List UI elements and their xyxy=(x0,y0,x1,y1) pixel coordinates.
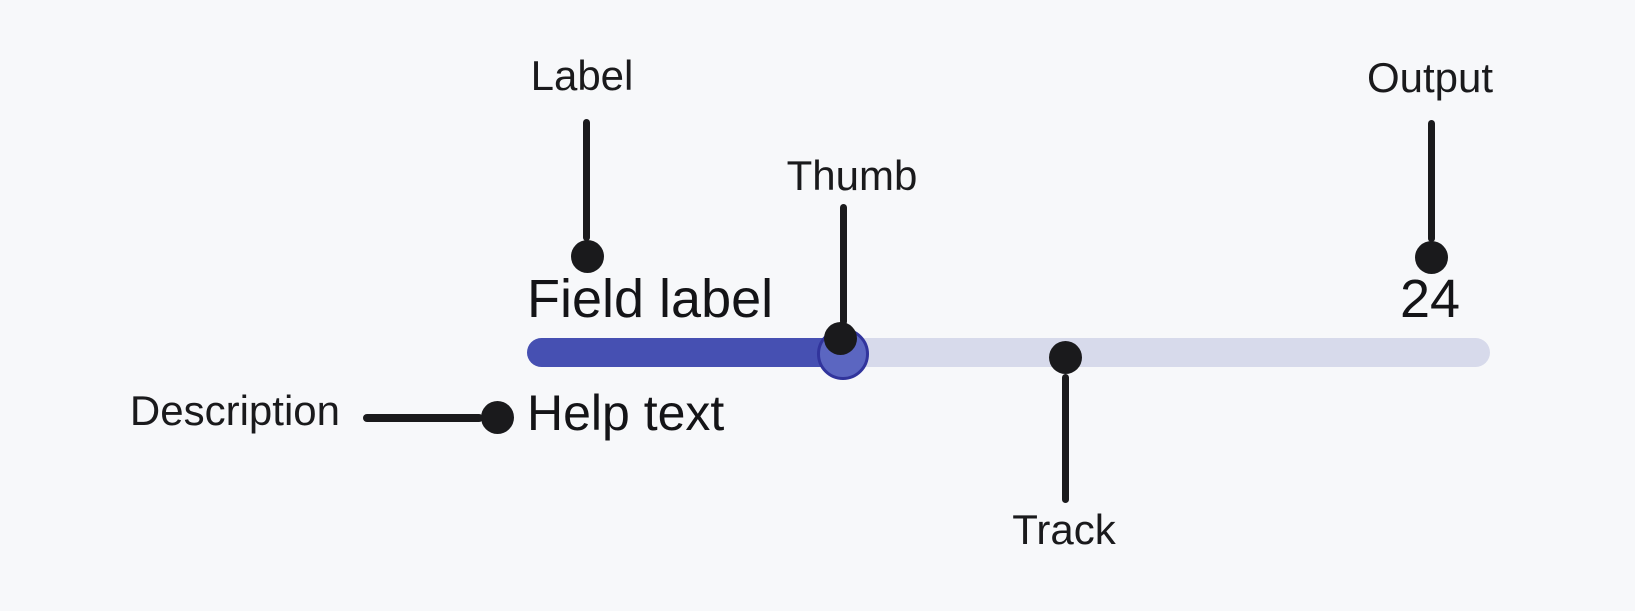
annotation-thumb-leader-line xyxy=(840,204,847,325)
annotation-track-leader-line xyxy=(1062,374,1069,503)
annotation-output-dot xyxy=(1415,241,1448,274)
annotation-thumb-dot xyxy=(824,322,857,355)
annotation-output-leader-line xyxy=(1428,120,1435,242)
annotation-label-leader-line xyxy=(583,119,590,241)
annotation-track-dot xyxy=(1049,341,1082,374)
slider-track-fill xyxy=(527,338,843,367)
slider-track[interactable] xyxy=(527,338,1490,367)
field-label: Field label xyxy=(527,269,774,329)
output-value: 24 xyxy=(1399,269,1461,329)
help-text: Help text xyxy=(527,385,725,441)
annotation-description: Description xyxy=(129,387,340,434)
annotation-description-dot xyxy=(481,401,514,434)
annotation-label: Label xyxy=(530,52,634,99)
annotation-track: Track xyxy=(1012,506,1116,553)
annotation-thumb: Thumb xyxy=(786,152,918,199)
annotation-description-leader-line xyxy=(363,414,483,422)
annotation-label-dot xyxy=(571,240,604,273)
annotation-output: Output xyxy=(1366,54,1494,101)
